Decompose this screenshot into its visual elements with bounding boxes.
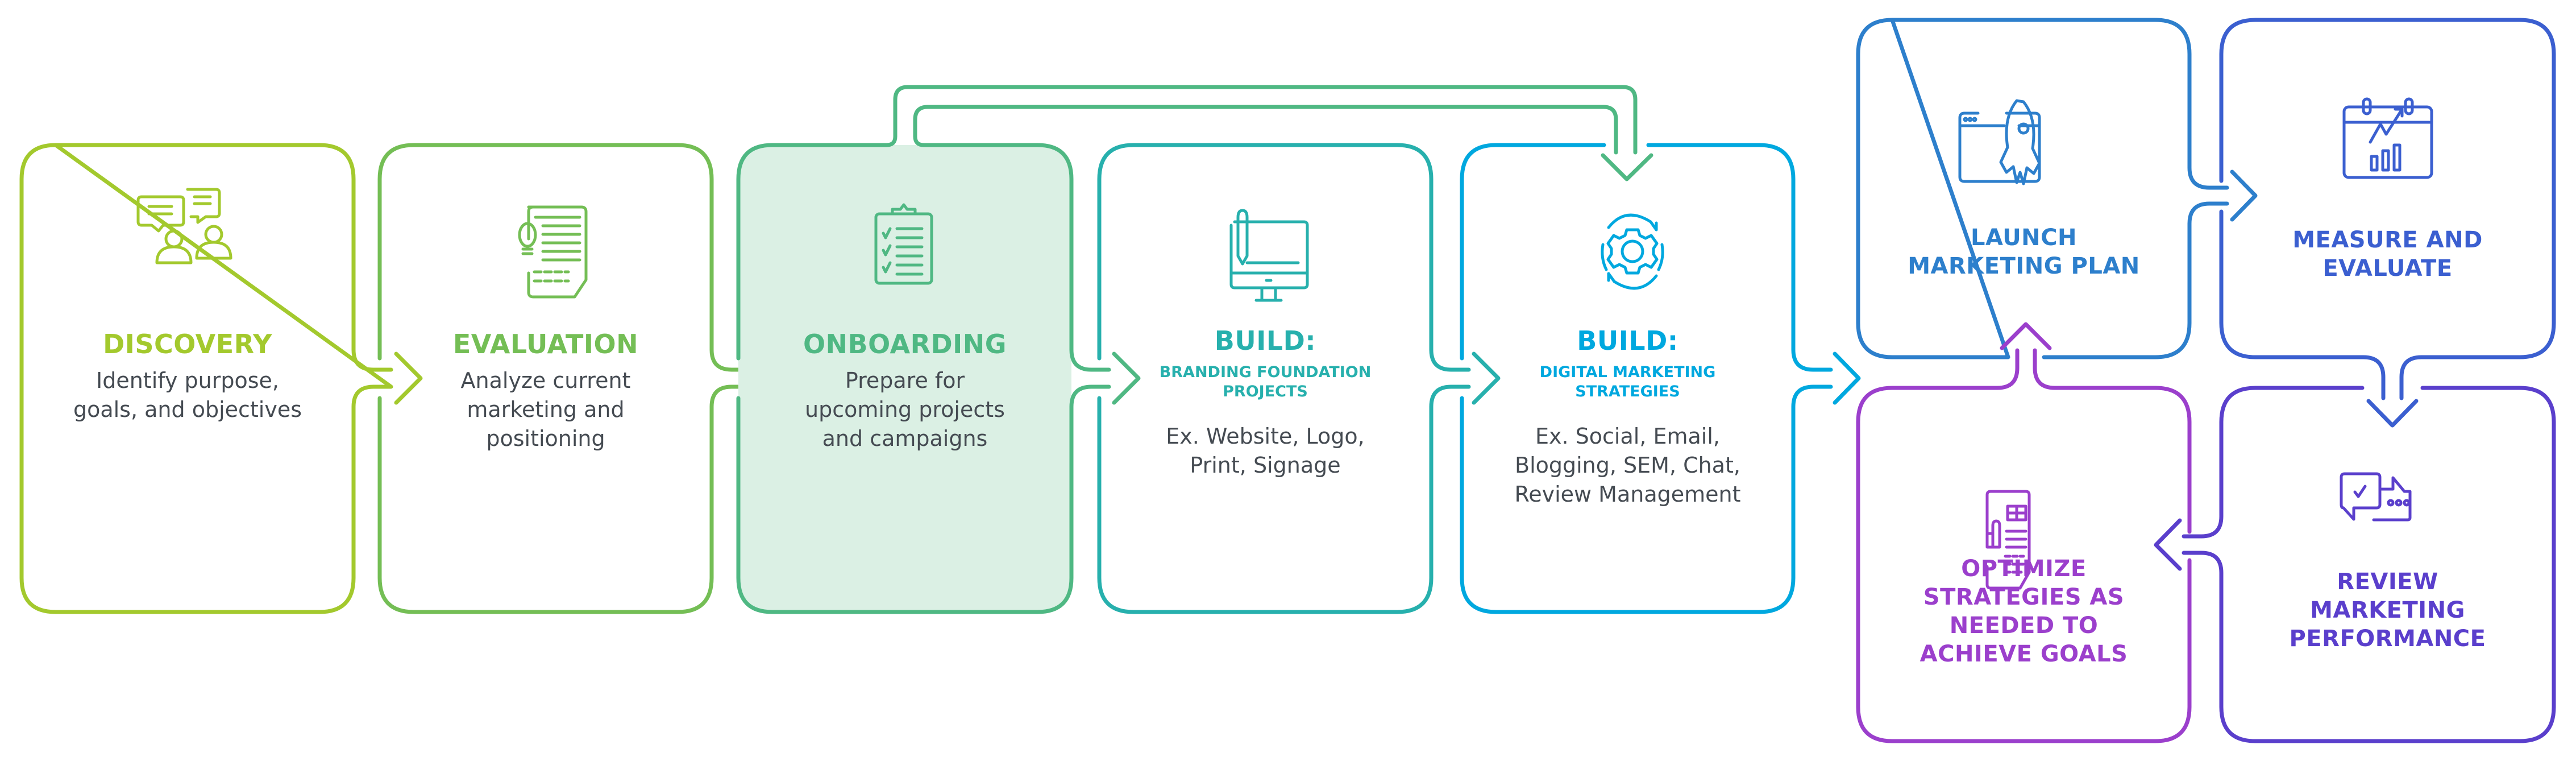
subtitle-line: BRANDING FOUNDATION <box>1159 363 1372 381</box>
step-measure: MEASURE AND EVALUATE <box>2221 226 2554 283</box>
card-launch-border <box>1856 18 2229 359</box>
step-description: Ex. Social, Email, Blogging, SEM, Chat, … <box>1462 422 1793 509</box>
description-line: Ex. Website, Logo, <box>1166 424 1365 449</box>
card-optimize-border <box>1856 348 2192 743</box>
step-subtitle: DIGITAL MARKETING STRATEGIES <box>1462 363 1793 402</box>
step-title: OPTIMIZE STRATEGIES AS NEEDED TO ACHIEVE… <box>1858 555 2189 668</box>
step-title: ONBOARDING <box>803 329 1007 359</box>
step-title: REVIEW MARKETING PERFORMANCE <box>2221 568 2554 653</box>
description-line: positioning <box>486 426 605 451</box>
arrow-review-to-optimize <box>2154 518 2182 571</box>
arrow-build-digital-to-launch <box>1833 351 1861 405</box>
title-line: OPTIMIZE <box>1961 556 2087 582</box>
title-line: EVALUATE <box>2322 255 2453 282</box>
description-line: Print, Signage <box>1190 453 1341 478</box>
gear-cycle-icon <box>1601 213 1664 290</box>
description-line: Blogging, SEM, Chat, <box>1515 453 1740 478</box>
step-subtitle: BRANDING FOUNDATION PROJECTS <box>1099 363 1431 402</box>
subtitle-line: PROJECTS <box>1223 383 1308 400</box>
title-line: ACHIEVE GOALS <box>1919 641 2128 667</box>
step-launch: LAUNCH MARKETING PLAN <box>1858 224 2189 280</box>
title-line: MARKETING PLAN <box>1908 253 2140 279</box>
rocket-browser-icon <box>1958 99 2041 185</box>
calendar-growth-chart-icon <box>2342 97 2433 179</box>
description-line: goals, and objectives <box>73 397 302 422</box>
step-build-digital: BUILD: DIGITAL MARKETING STRATEGIES Ex. … <box>1462 325 1793 509</box>
description-line: Prepare for <box>845 368 965 393</box>
title-line: STRATEGIES AS <box>1923 584 2125 610</box>
title-line: REVIEW <box>2337 569 2438 595</box>
title-line: MARKETING <box>2310 597 2465 623</box>
description-line: and campaigns <box>822 426 988 451</box>
description-line: Analyze current <box>460 368 631 393</box>
description-line: Identify purpose, <box>96 368 279 393</box>
title-line: NEEDED TO <box>1949 613 2099 639</box>
subtitle-line: DIGITAL MARKETING <box>1539 363 1716 381</box>
step-build-branding: BUILD: BRANDING FOUNDATION PROJECTS Ex. … <box>1099 325 1431 480</box>
card-build-digital-border <box>1460 143 1833 614</box>
arrow-launch-to-measure <box>2230 169 2258 222</box>
step-description: Ex. Website, Logo, Print, Signage <box>1099 422 1431 480</box>
step-onboarding: ONBOARDING Prepare for upcoming projects… <box>738 329 1071 453</box>
card-onboarding-fill <box>738 145 1071 612</box>
card-discovery-border <box>19 143 393 614</box>
step-review: REVIEW MARKETING PERFORMANCE <box>2221 568 2554 653</box>
step-optimize: OPTIMIZE STRATEGIES AS NEEDED TO ACHIEVE… <box>1858 555 2189 668</box>
card-measure-border <box>2219 18 2556 400</box>
step-description: Prepare for upcoming projects and campai… <box>738 366 1071 453</box>
arrow-build-branding-to-build-digital <box>1472 351 1501 405</box>
step-title: BUILD: <box>1214 325 1316 356</box>
step-description: Analyze current marketing and positionin… <box>380 366 712 453</box>
title-line: MEASURE AND <box>2292 227 2483 253</box>
document-lightbulb-icon <box>518 205 588 299</box>
arrow-measure-to-review <box>2366 399 2419 428</box>
step-title: EVALUATION <box>452 329 639 359</box>
description-line: upcoming projects <box>805 397 1005 422</box>
chat-review-icon <box>2340 472 2412 522</box>
step-title: DISCOVERY <box>103 329 272 359</box>
report-chart-document-icon <box>1985 490 2031 590</box>
arrow-onboarding-skip-to-build-digital <box>1601 153 1653 181</box>
card-evaluation-border <box>377 143 751 614</box>
arrow-optimize-to-launch <box>2000 322 2052 350</box>
arrow-discovery-to-evaluation <box>394 351 423 405</box>
clipboard-checklist-icon <box>874 203 933 285</box>
card-review-border <box>2182 386 2556 743</box>
monitor-pencil-icon <box>1229 209 1309 302</box>
arrow-onboarding-to-build-branding <box>1112 351 1141 405</box>
step-discovery: DISCOVERY Identify purpose, goals, and o… <box>22 329 354 424</box>
card-build-branding-border <box>1097 143 1471 614</box>
step-evaluation: EVALUATION Analyze current marketing and… <box>380 329 712 453</box>
title-line: PERFORMANCE <box>2289 626 2486 652</box>
step-title: LAUNCH MARKETING PLAN <box>1858 224 2189 280</box>
card-onboarding-border <box>736 85 1638 614</box>
subtitle-line: STRATEGIES <box>1575 383 1680 400</box>
description-line: Review Management <box>1514 482 1741 507</box>
description-line: Ex. Social, Email, <box>1535 424 1720 449</box>
discussion-people-icon <box>136 188 232 264</box>
step-description: Identify purpose, goals, and objectives <box>22 366 354 424</box>
step-title: BUILD: <box>1577 325 1678 356</box>
description-line: marketing and <box>467 397 625 422</box>
step-title: MEASURE AND EVALUATE <box>2221 226 2554 283</box>
title-line: LAUNCH <box>1970 225 2077 251</box>
